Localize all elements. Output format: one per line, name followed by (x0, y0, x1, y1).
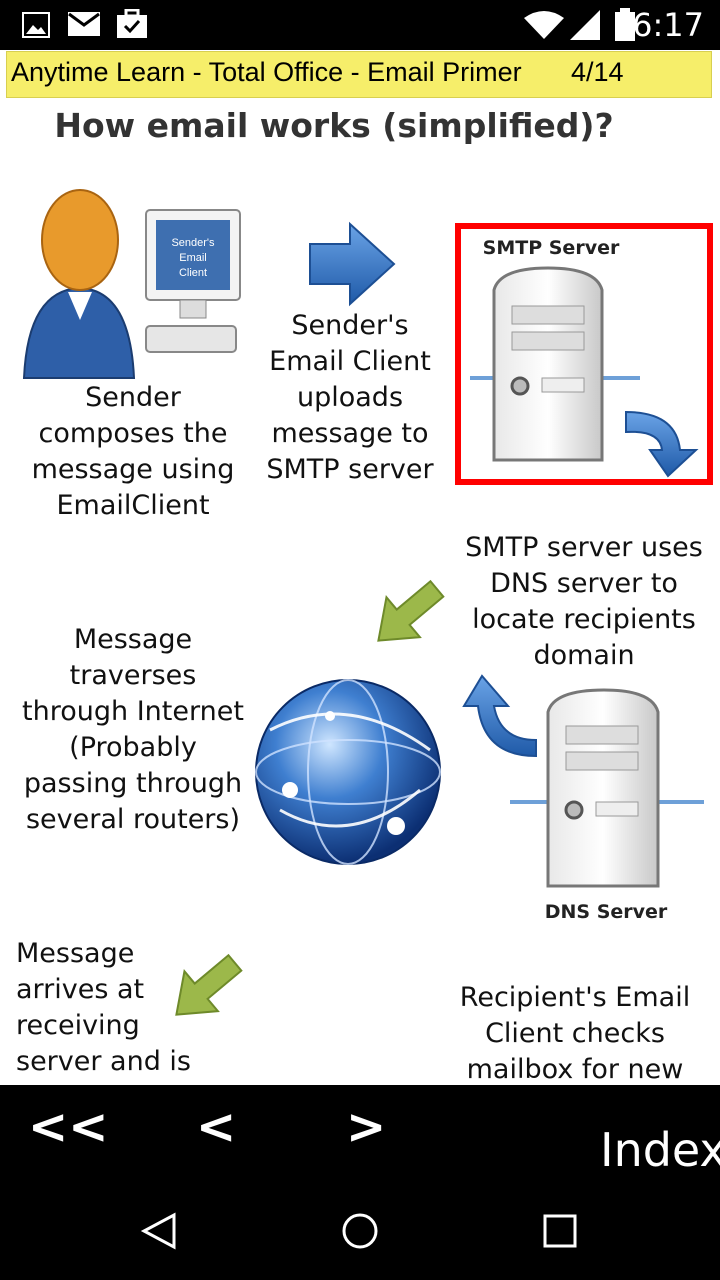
email-client-monitor-icon: Sender's Email Client (145, 209, 241, 353)
task-notification-icon (117, 9, 147, 38)
dns-server-label: DNS Server (545, 901, 668, 923)
smtp-server-icon (470, 266, 640, 462)
status-bar: 6:17 (0, 0, 720, 50)
page-counter: 4/14 (571, 57, 624, 87)
upload-arrow-icon (309, 221, 396, 307)
app-title: Anytime Learn - Total Office - Email Pri… (11, 57, 522, 87)
wifi-icon (524, 11, 564, 39)
caption-sender: Sender composes the message using EmailC… (31, 382, 235, 521)
caption-upload: Sender's Email Client uploads message to… (266, 310, 434, 485)
caption-recipient: Recipient's Email Client checks mailbox … (459, 982, 691, 1085)
cell-signal-icon (570, 10, 600, 40)
smtp-server-label: SMTP Server (483, 237, 620, 259)
internet-globe-icon (255, 679, 441, 865)
battery-icon (615, 8, 635, 41)
caption-dns: SMTP server uses DNS server to locate re… (465, 532, 703, 671)
index-button[interactable]: Index (600, 1123, 720, 1177)
caption-arrives: Message arrives at receiving server and … (16, 938, 191, 1077)
navigation-bar: << < > Index (0, 1085, 720, 1280)
green-arrow-icon (377, 579, 445, 642)
slide-heading: How email works (simplified)? (54, 106, 614, 145)
svg-text:Email: Email (179, 252, 207, 264)
recents-icon[interactable] (540, 1211, 580, 1251)
mail-notification-icon (68, 12, 100, 36)
first-page-button[interactable]: << (28, 1099, 109, 1155)
dns-server-icon (510, 688, 704, 888)
sender-person-icon (22, 189, 136, 379)
svg-text:Client: Client (179, 267, 207, 279)
caption-internet: Message traverses through Internet (Prob… (22, 624, 244, 835)
home-icon[interactable] (340, 1211, 380, 1251)
smtp-highlight-box (455, 223, 713, 485)
clock: 6:17 (632, 6, 704, 44)
arrival-green-arrow-icon (175, 953, 243, 1016)
back-icon[interactable] (140, 1211, 180, 1251)
down-curve-arrow-icon (625, 410, 699, 478)
email-flow-illustration: Sender's Email Client SMTP Server (22, 189, 713, 1016)
image-notification-icon (22, 12, 50, 38)
svg-text:Sender's: Sender's (171, 237, 215, 249)
previous-page-button[interactable]: < (196, 1099, 237, 1155)
dns-lookup-arrow-icon (462, 674, 537, 758)
title-bar: Anytime Learn - Total Office - Email Pri… (6, 51, 712, 98)
next-page-button[interactable]: > (346, 1099, 387, 1155)
